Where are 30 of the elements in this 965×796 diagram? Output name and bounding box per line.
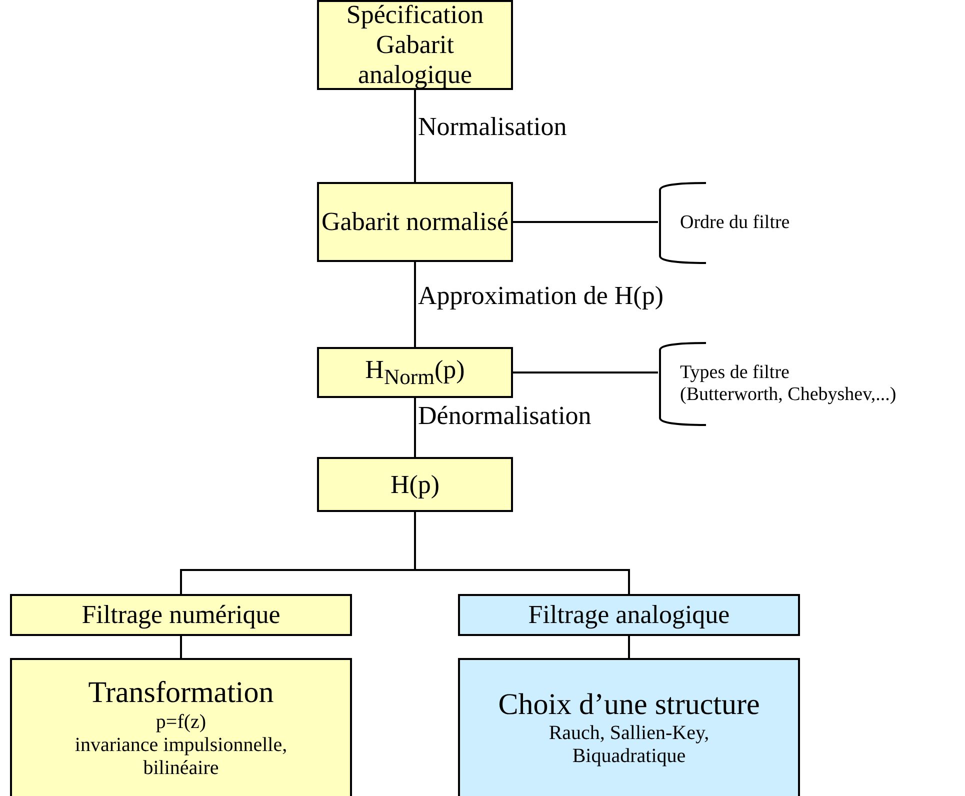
process-box [458, 658, 800, 796]
process-box [317, 347, 513, 398]
connector-line [513, 221, 658, 223]
process-box [317, 0, 513, 90]
node-title: Filtrage numérique [82, 600, 280, 630]
node-title: Filtrage analogique [528, 600, 730, 630]
connector-line [414, 512, 630, 594]
connector-line [414, 398, 416, 457]
connector-line [414, 262, 416, 347]
node-title: Choix d’une structure [498, 688, 760, 722]
node-text: p=f(z) [154, 710, 208, 734]
node-title: Ordre du filtre [680, 212, 790, 234]
process-box [317, 457, 513, 512]
node-text: invariance impulsionnelle, bilinéaire [74, 734, 288, 780]
node-title: H(p) [390, 470, 440, 500]
node-text: (Butterworth, Chebyshev,...) [680, 384, 896, 406]
connector-line [414, 90, 416, 182]
connector-line [628, 636, 630, 658]
node-title: Types de filtre [680, 362, 790, 384]
connector-line [180, 636, 182, 658]
process-box [458, 594, 800, 636]
node-text: Rauch, Sallien-Key, Biquadratique [548, 722, 710, 768]
node-title: Spécification Gabarit analogique [345, 0, 485, 90]
process-box [10, 658, 352, 796]
connector-line [513, 372, 658, 374]
node-title: Transformation [88, 676, 274, 711]
process-box [10, 594, 352, 636]
node-title: H$_{Norm}$(p) [365, 354, 465, 390]
node-title: Gabarit normalisé [322, 207, 508, 237]
process-box [317, 182, 513, 262]
